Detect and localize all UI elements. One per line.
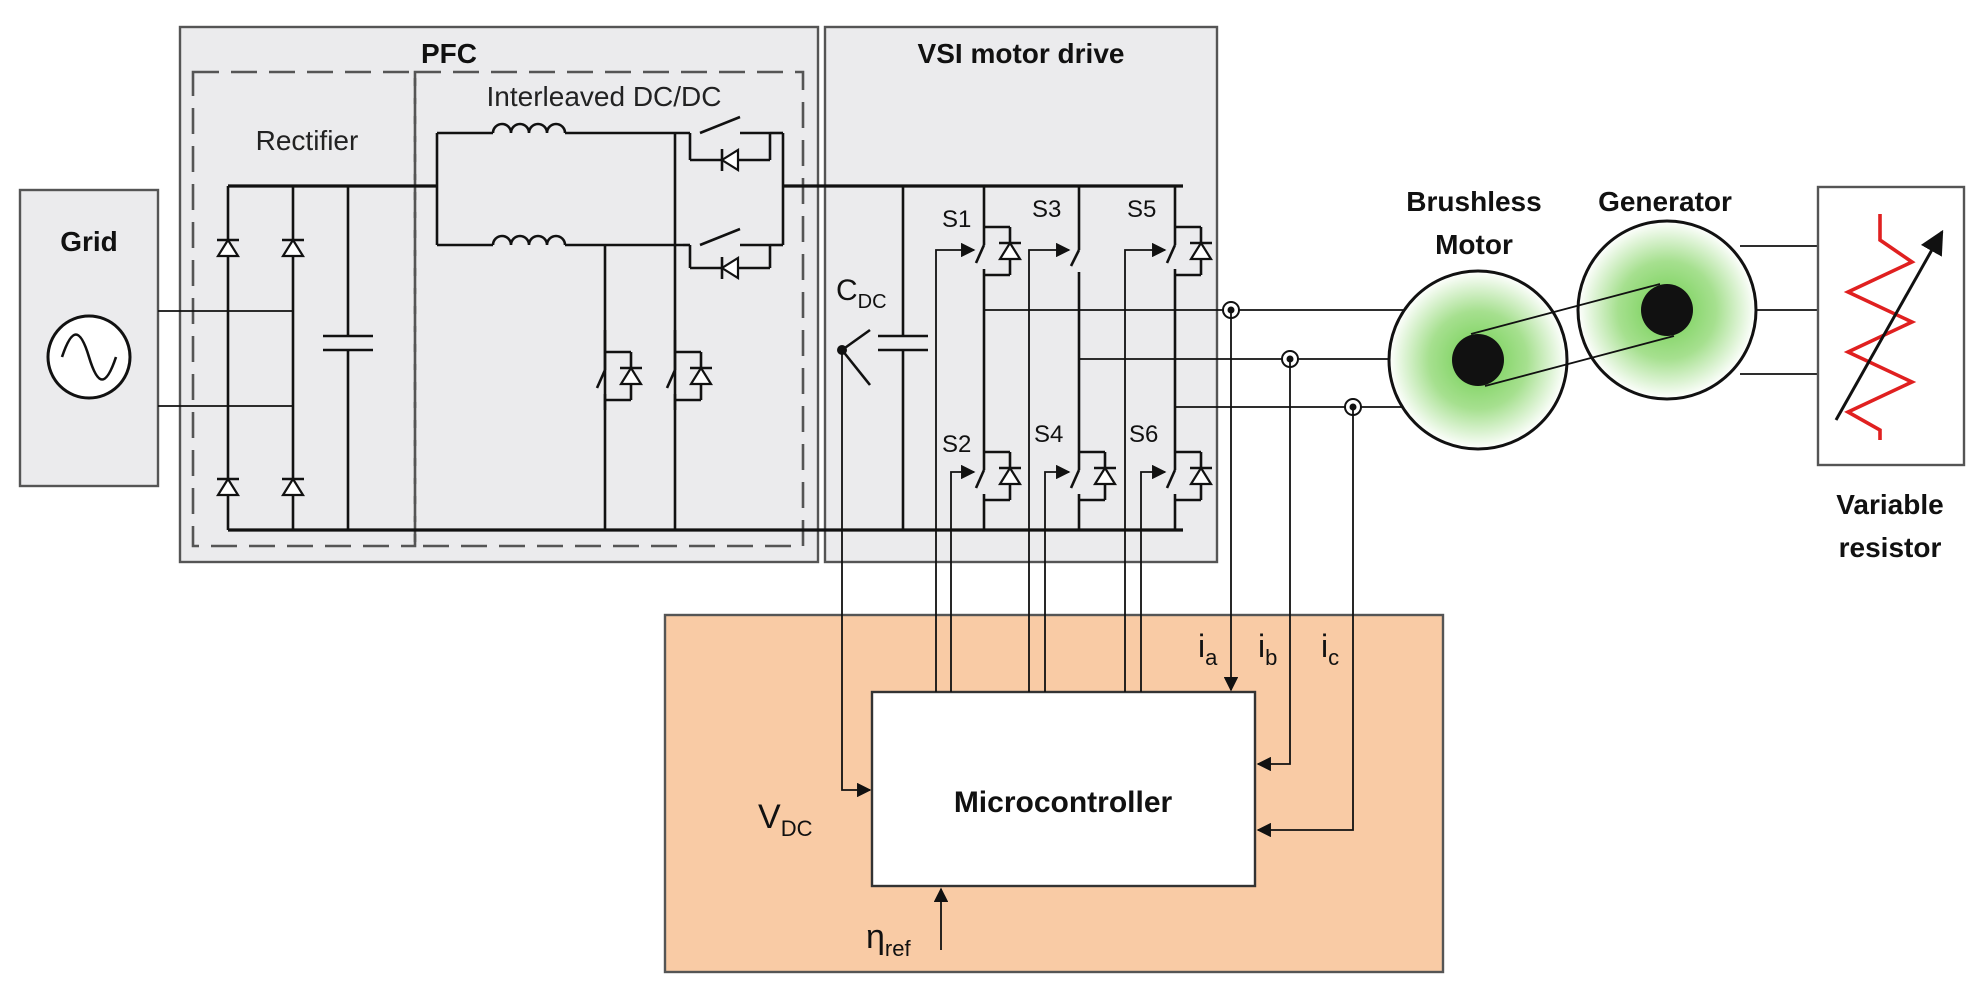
generator xyxy=(1576,219,1758,401)
vdc-label: VDC xyxy=(758,798,813,841)
motor-label-line2: Motor xyxy=(1435,229,1513,260)
coupling-belt xyxy=(1470,283,1675,387)
ic-label: ic xyxy=(1321,628,1339,670)
ia-label: ia xyxy=(1198,628,1218,670)
switch-s5-label: S5 xyxy=(1127,196,1156,223)
switch-s4-label: S4 xyxy=(1034,421,1063,448)
rectifier-label: Rectifier xyxy=(256,125,359,156)
sine-wave-icon xyxy=(60,333,118,381)
motor-label-line1: Brushless xyxy=(1406,186,1541,217)
vdc-sense-line xyxy=(841,350,872,798)
gate-signal-lines xyxy=(935,242,1167,692)
switch-s6-label: S6 xyxy=(1129,421,1158,448)
microcontroller-box xyxy=(870,690,1257,888)
eta-ref-label: ηref xyxy=(866,918,911,961)
brushless-motor xyxy=(1387,269,1569,451)
pfc-label: PFC xyxy=(421,38,477,69)
variable-arrow-icon xyxy=(1834,229,1944,421)
variable-resistor-box xyxy=(1816,185,1966,467)
switch-s2-label: S2 xyxy=(942,431,971,458)
pfc-block xyxy=(178,25,820,564)
ib-label: ib xyxy=(1258,628,1277,670)
resistor-label-line1: Variable xyxy=(1836,489,1943,520)
microcontroller-label: Microcontroller xyxy=(954,786,1173,819)
vsi-label: VSI motor drive xyxy=(918,38,1125,69)
generator-label: Generator xyxy=(1598,186,1732,217)
generator-wires xyxy=(1740,245,1818,375)
switch-s3-label: S3 xyxy=(1032,196,1061,223)
cdc-label: CDC xyxy=(836,274,887,313)
interleaved-label: Interleaved DC/DC xyxy=(487,81,722,112)
resistor-zigzag-icon xyxy=(1843,214,1917,440)
switch-s1-label: S1 xyxy=(942,206,971,233)
dc-link-capacitor xyxy=(837,186,928,530)
current-sense-lines xyxy=(1223,310,1354,838)
resistor-label-line2: resistor xyxy=(1839,532,1942,563)
interleaved-dashed-box xyxy=(413,70,805,548)
grid-label: Grid xyxy=(60,226,118,257)
rectifier-bridge xyxy=(215,184,1183,532)
